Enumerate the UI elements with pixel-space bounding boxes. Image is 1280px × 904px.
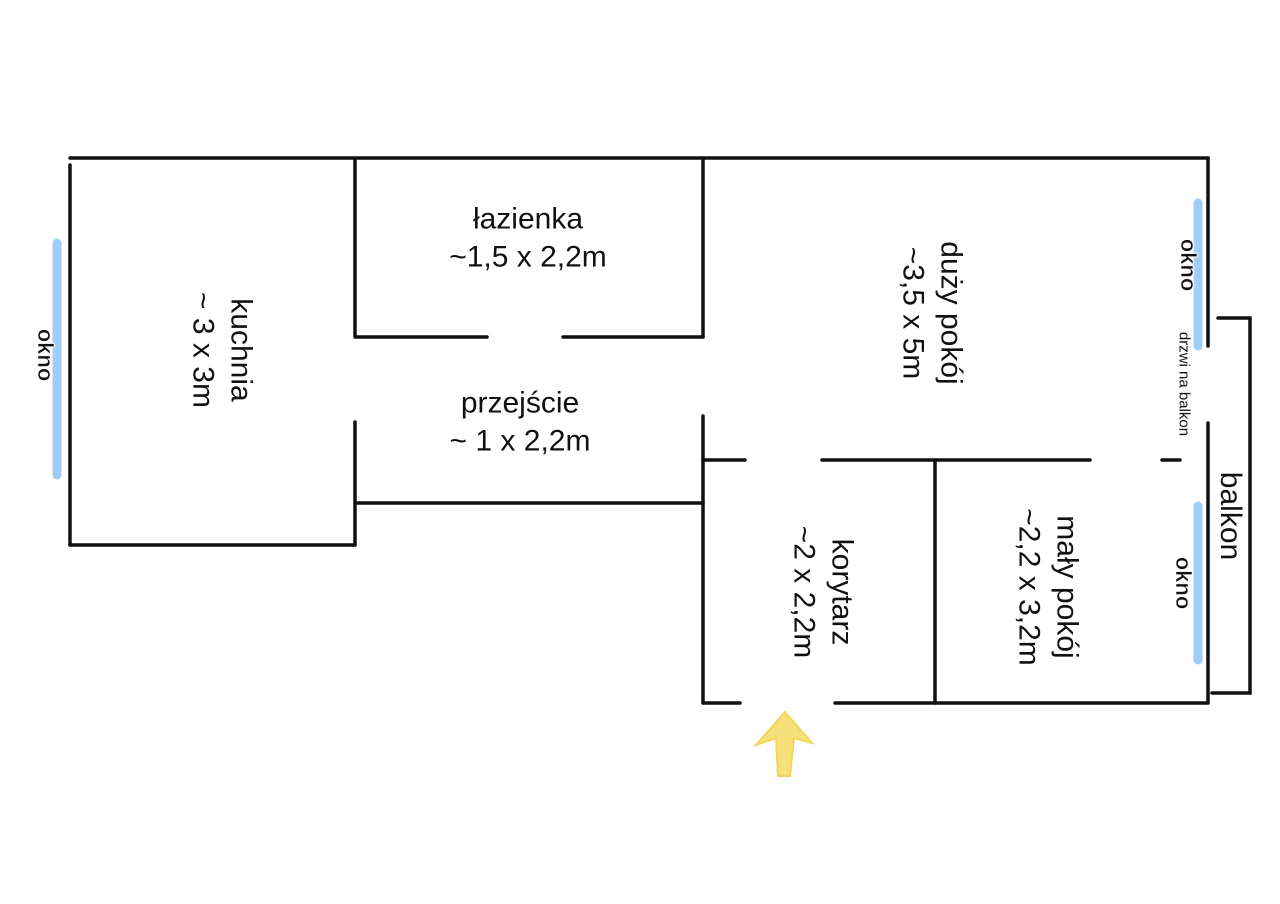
room-label-living-room: duży pokój ~3,5 x 5m	[895, 241, 970, 384]
room-name: duży pokój	[934, 241, 968, 385]
room-name: łazienka	[472, 202, 584, 236]
room-name: mały pokój	[1050, 515, 1084, 659]
window-label-left: okno	[32, 328, 59, 382]
room-name: przejście	[460, 386, 580, 420]
room-size: ~ 3 x 3m	[187, 292, 220, 408]
windows	[52, 198, 1203, 665]
window-label-right-bottom: okno	[1170, 556, 1197, 610]
room-name: balkon	[1213, 471, 1247, 561]
room-label-passage: przejście ~ 1 x 2,2m	[450, 385, 591, 460]
room-label-small-room: mały pokój ~2,2 x 3,2m	[1011, 508, 1086, 666]
balcony-door-label: drzwi na balkon	[1175, 331, 1193, 437]
room-size: ~2 x 2,2m	[788, 525, 821, 659]
room-size: ~1,5 x 2,2m	[449, 240, 607, 273]
room-name: kuchnia	[224, 298, 258, 402]
room-name: korytarz	[825, 538, 859, 646]
room-size: ~2,2 x 3,2m	[1013, 508, 1046, 666]
balcony-outline	[1210, 316, 1252, 695]
walls	[68, 156, 1252, 705]
window-label-right-top: okno	[1175, 238, 1202, 292]
room-label-balcony: balkon	[1211, 472, 1249, 560]
room-label-bathroom: łazienka ~1,5 x 2,2m	[449, 201, 607, 276]
room-size: ~3,5 x 5m	[897, 246, 930, 380]
room-size: ~ 1 x 2,2m	[449, 424, 591, 457]
room-label-kitchen: kuchnia ~ 3 x 3m	[185, 292, 260, 408]
room-label-corridor: korytarz ~2 x 2,2m	[786, 526, 861, 659]
entrance-arrow-icon	[752, 710, 815, 777]
